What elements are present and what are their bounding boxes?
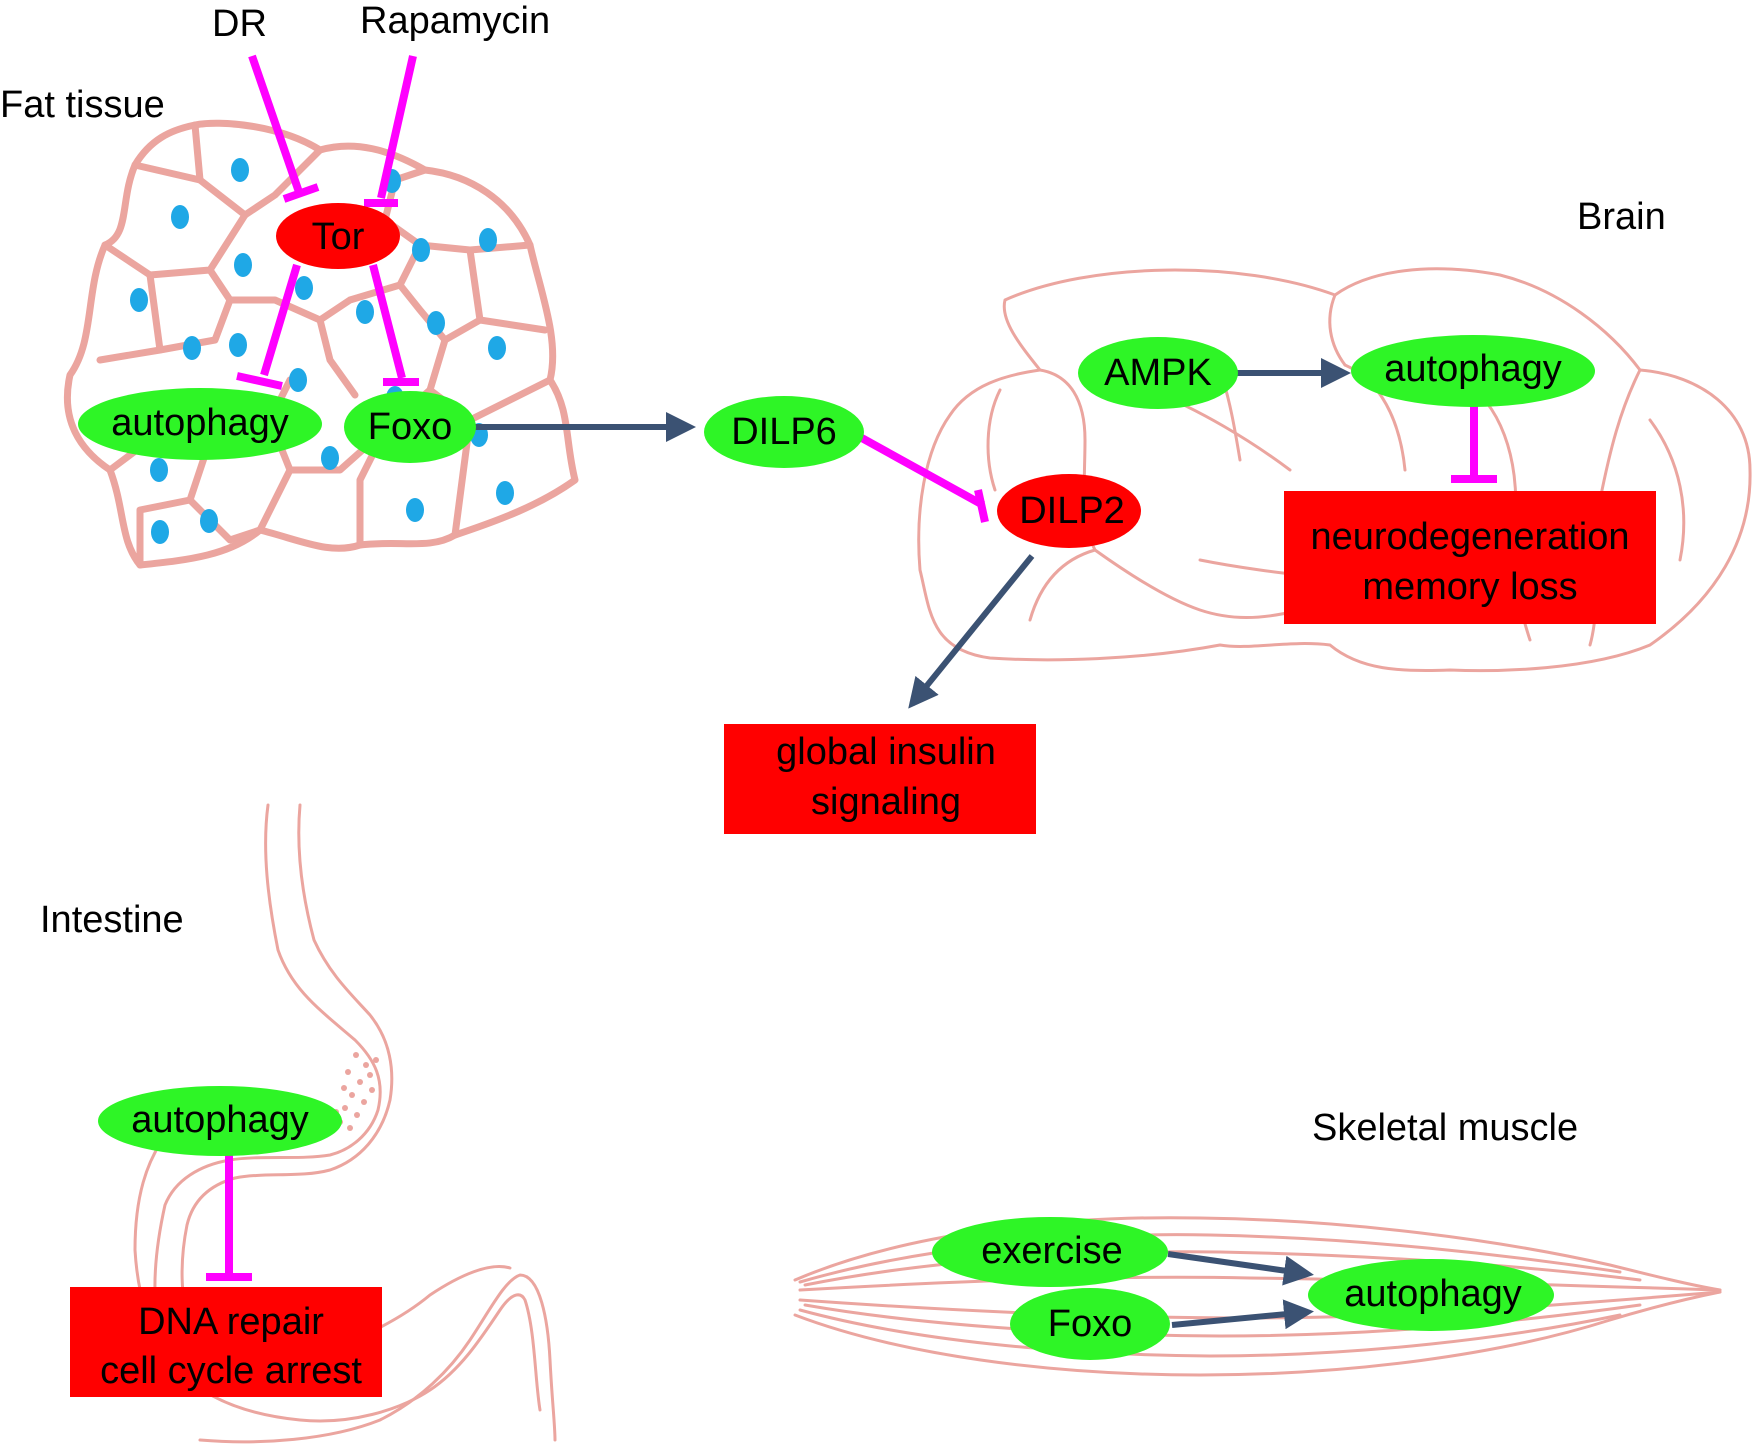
fat-foxo-text: Foxo	[368, 406, 452, 448]
rapamycin-label: Rapamycin	[360, 0, 550, 42]
brain-autophagy-text: autophagy	[1384, 348, 1562, 390]
dr-inhibits-tor	[248, 54, 304, 197]
neuro-line2: memory loss	[1362, 566, 1577, 608]
exercise-activates-autophagy	[1167, 1251, 1314, 1286]
dr-label: DR	[212, 3, 267, 45]
fat-tissue-label: Fat tissue	[0, 84, 165, 126]
insulin-signaling-box: global insulin signaling	[724, 724, 1036, 834]
fat-autophagy-node: autophagy	[78, 388, 322, 460]
neurodegeneration-box: neurodegeneration memory loss	[1284, 491, 1656, 624]
exercise-text: exercise	[981, 1230, 1123, 1272]
intestine-autophagy-node: autophagy	[98, 1086, 342, 1156]
ampk-node: AMPK	[1078, 337, 1238, 409]
muscle-foxo-node: Foxo	[1010, 1288, 1170, 1360]
tbar	[236, 372, 283, 390]
tor-inhibits-autophagy	[260, 263, 301, 377]
tor-inhibits-foxo	[369, 264, 406, 379]
muscle-autophagy-text: autophagy	[1344, 1273, 1522, 1315]
dna-line2: cell cycle arrest	[100, 1350, 362, 1392]
insulin-line2: signaling	[811, 781, 961, 823]
tor-node: Tor	[276, 203, 400, 269]
neuro-line1: neurodegeneration	[1310, 516, 1629, 558]
inhibition-edges	[206, 54, 1497, 1281]
ampk-text: AMPK	[1104, 352, 1212, 394]
muscle-foxo-text: Foxo	[1048, 1303, 1132, 1345]
skeletal-muscle-label: Skeletal muscle	[1312, 1107, 1578, 1149]
tor-text: Tor	[312, 216, 365, 258]
fat-autophagy-text: autophagy	[111, 402, 289, 444]
exercise-node: exercise	[932, 1217, 1168, 1287]
brain-label: Brain	[1577, 196, 1666, 238]
muscle-autophagy-node: autophagy	[1308, 1259, 1554, 1331]
dilp6-inhibits-dilp2	[858, 433, 985, 509]
intestine-outline	[133, 803, 557, 1444]
dna-line1: DNA repair	[138, 1301, 324, 1343]
tbar	[282, 183, 320, 203]
dilp2-text: DILP2	[1019, 490, 1125, 532]
dilp2-activates-insulin-signaling	[908, 554, 1035, 709]
dilp6-node: DILP6	[704, 396, 864, 468]
brain-autophagy-node: autophagy	[1351, 335, 1595, 407]
dilp6-text: DILP6	[731, 411, 837, 453]
dilp2-node: DILP2	[997, 474, 1141, 548]
fat-foxo-node: Foxo	[344, 391, 476, 463]
intestine-label: Intestine	[40, 899, 184, 941]
foxo-activates-autophagy	[1171, 1299, 1314, 1330]
muscle-outline	[793, 1216, 1722, 1377]
tbar	[974, 489, 989, 523]
activation-edges	[475, 358, 1351, 1330]
rapamycin-inhibits-tor	[377, 55, 417, 199]
insulin-line1: global insulin	[776, 731, 996, 773]
intestine-autophagy-text: autophagy	[131, 1099, 309, 1141]
dna-repair-box: DNA repair cell cycle arrest	[70, 1287, 382, 1397]
